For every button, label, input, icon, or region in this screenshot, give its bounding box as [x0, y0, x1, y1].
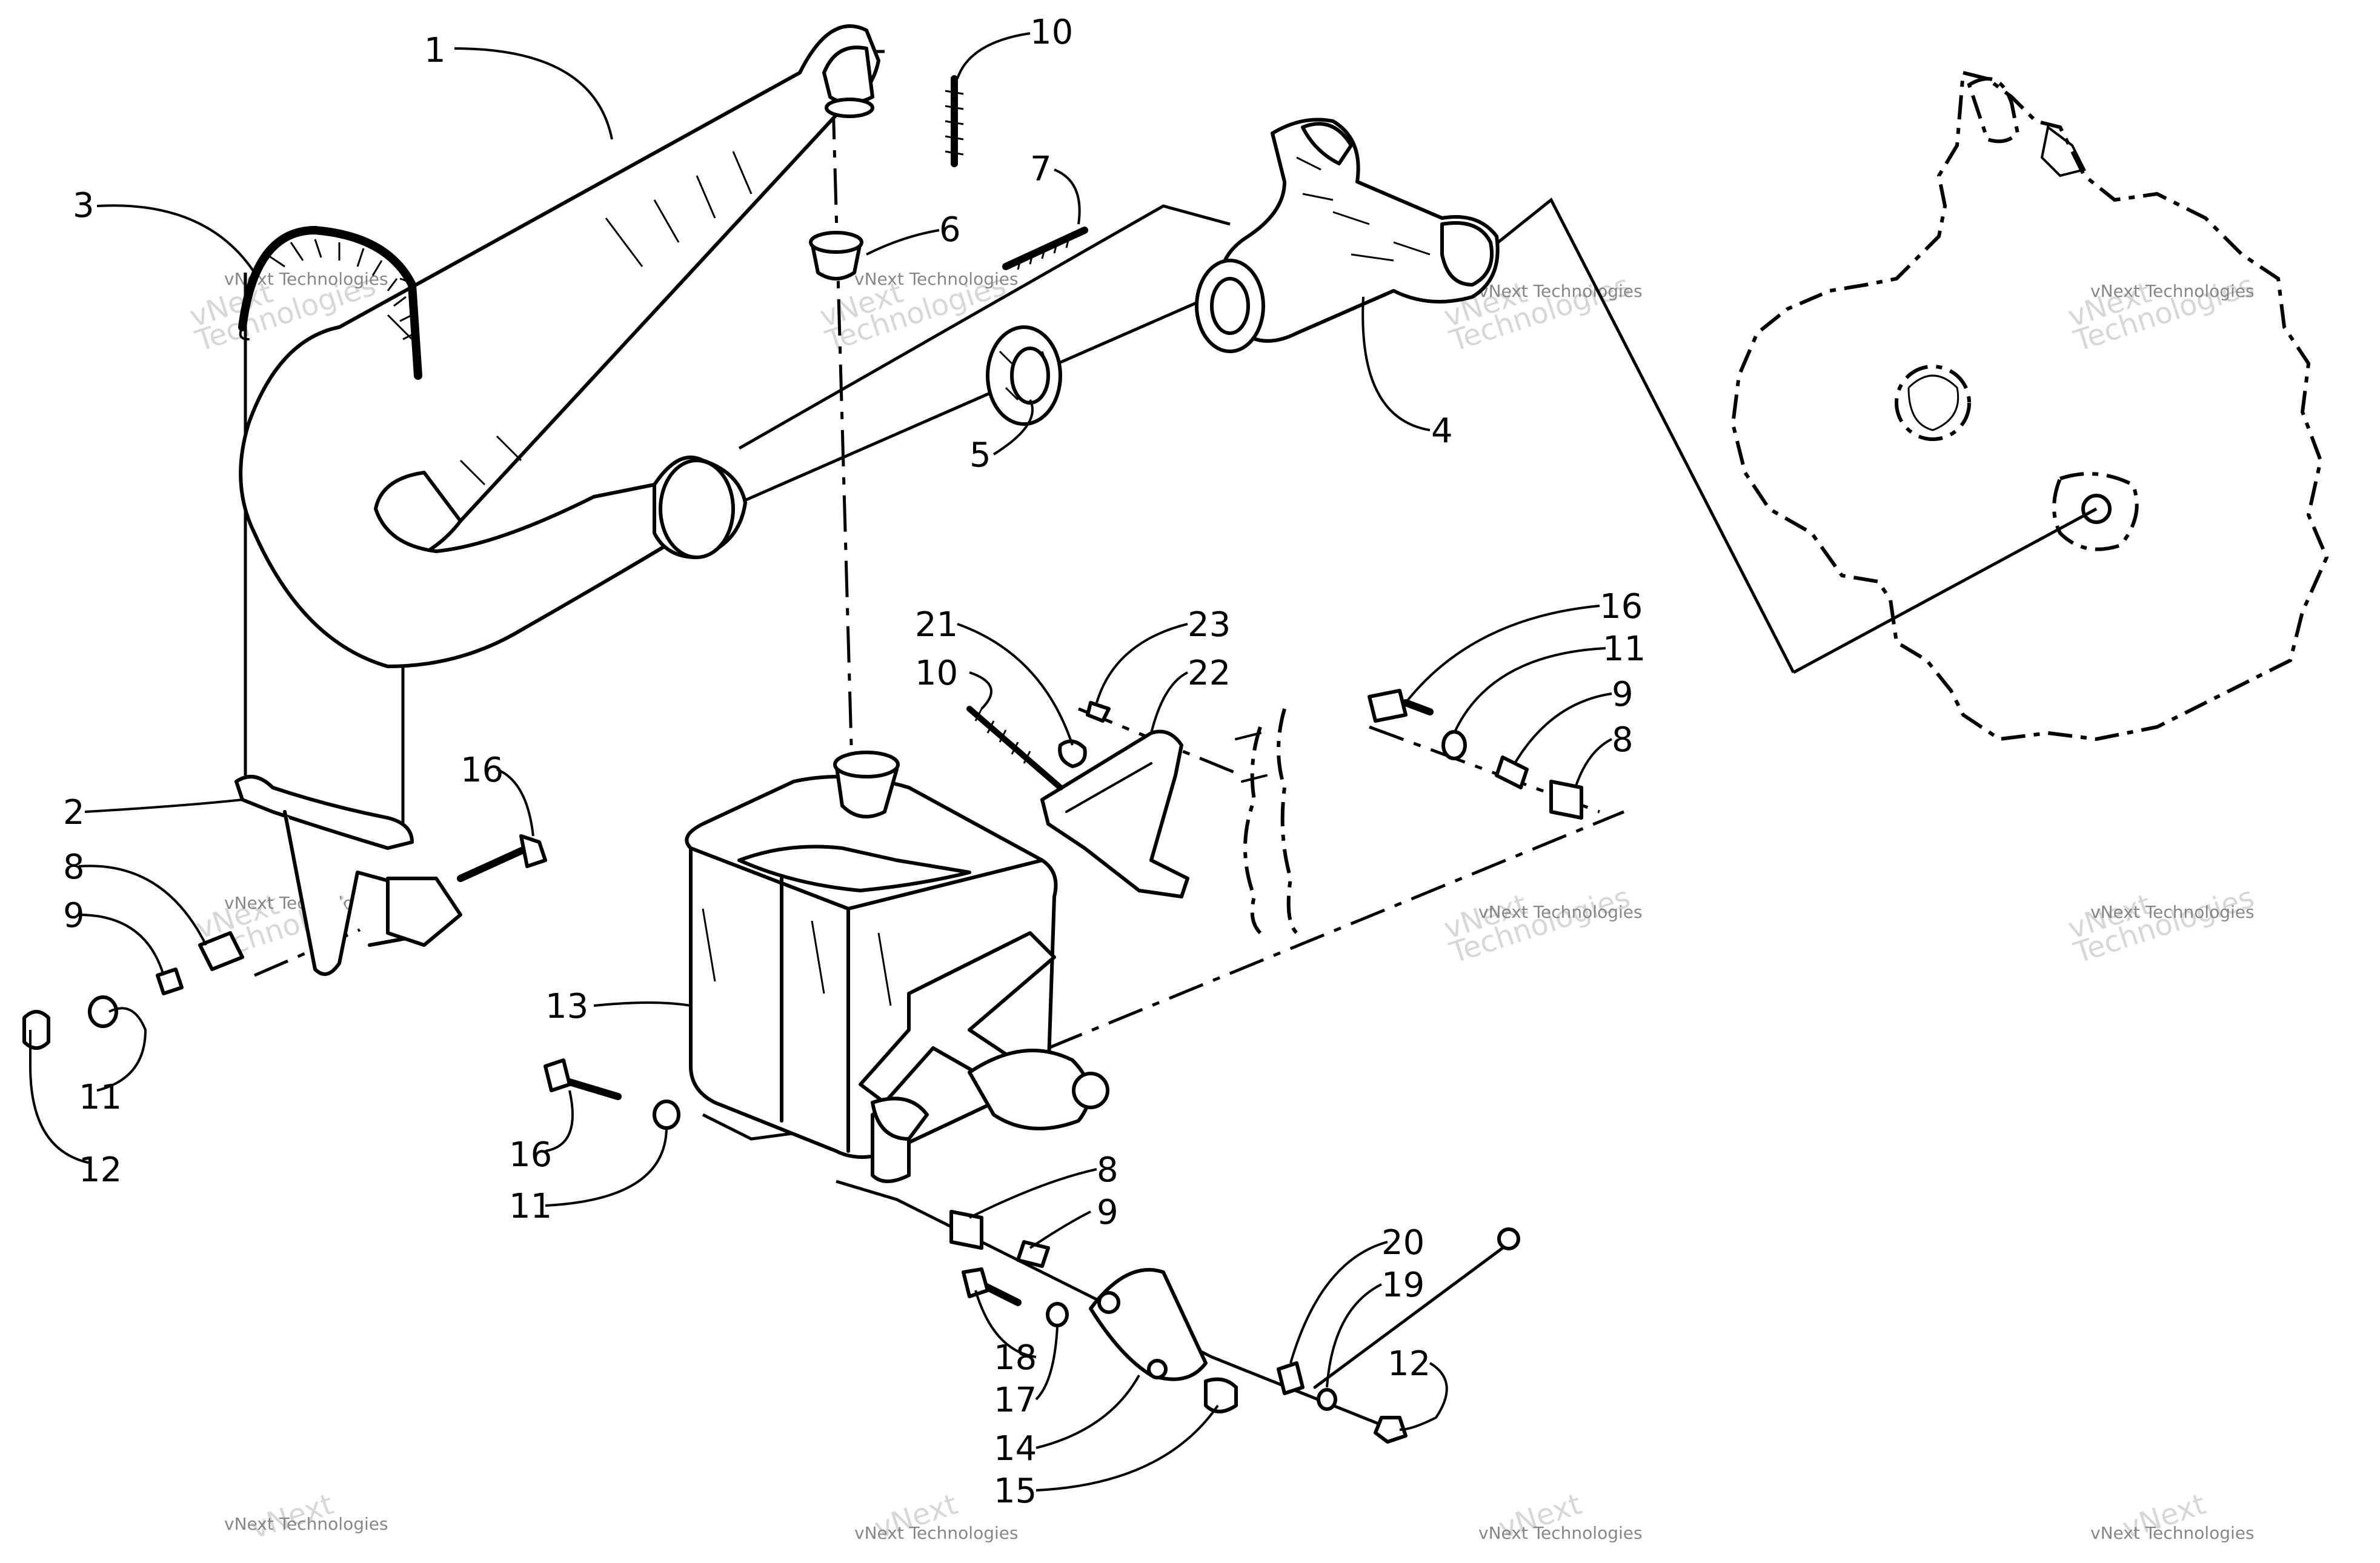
callout-4: 4 — [1431, 411, 1453, 451]
callout-21: 21 — [915, 605, 958, 645]
callout-8-bottom: 8 — [1097, 1150, 1119, 1190]
engine-outline — [1730, 70, 2329, 742]
svg-text:vNext Technologies: vNext Technologies — [224, 1514, 388, 1534]
callout-17: 17 — [994, 1381, 1037, 1420]
callout-1: 1 — [424, 31, 446, 70]
watermark: vNext vNext Technologies — [1478, 1487, 1643, 1546]
callout-15: 15 — [994, 1472, 1037, 1511]
callout-11-left: 11 — [79, 1078, 122, 1117]
callout-12-bottom: 12 — [1388, 1344, 1431, 1384]
watermark: vNext Technologies vNext Technologies — [2064, 268, 2258, 359]
lower-left-hardware — [543, 1058, 680, 1130]
svg-text:vNext Technologies: vNext Technologies — [2090, 281, 2255, 301]
callout-11-bottom: 11 — [509, 1187, 552, 1226]
spring-top — [945, 75, 964, 167]
support-bracket — [966, 701, 1189, 898]
callout-23: 23 — [1188, 605, 1231, 645]
silencer-box — [685, 751, 1109, 1183]
leader-lines — [29, 32, 1612, 1492]
frame-section — [1235, 708, 1298, 935]
callout-9-right: 9 — [1612, 675, 1634, 714]
callout-16-top: 16 — [1600, 587, 1643, 626]
grommet — [809, 231, 863, 280]
callout-22: 22 — [1188, 654, 1231, 693]
svg-text:vNext Technologies: vNext Technologies — [2090, 902, 2255, 922]
callout-6: 6 — [939, 210, 961, 250]
callout-9-left: 9 — [63, 896, 85, 935]
exhaust-manifold — [1195, 118, 1500, 353]
callout-18: 18 — [994, 1338, 1037, 1378]
watermark: vNext Technologies vNext Technologies — [2064, 880, 2258, 971]
watermark: vNext vNext Technologies — [2090, 1487, 2255, 1546]
lower-mount-hardware — [949, 1210, 1520, 1444]
svg-text:vNext Technologies: vNext Technologies — [1478, 1523, 1643, 1543]
svg-text:vNext Technologies: vNext Technologies — [854, 1523, 1019, 1543]
watermark: vNext Technologies vNext Technologies — [816, 268, 1018, 359]
watermark: vNext Technologies vNext Technologies — [1440, 880, 1642, 971]
seal-ring — [986, 325, 1062, 426]
callouts: 1 2 3 4 5 6 7 8 8 8 9 9 9 10 10 11 11 11… — [63, 13, 1646, 1511]
callout-19: 19 — [1381, 1266, 1424, 1305]
callout-11-right: 11 — [1603, 629, 1646, 669]
callout-16-bottom: 16 — [509, 1135, 552, 1175]
callout-10-top: 10 — [1030, 13, 1073, 52]
callout-7: 7 — [1030, 150, 1052, 189]
callout-2: 2 — [63, 793, 85, 832]
callout-5: 5 — [969, 436, 991, 475]
svg-text:vNext Technologies: vNext Technologies — [854, 269, 1019, 289]
callout-3: 3 — [73, 186, 95, 225]
svg-text:vNext Technologies: vNext Technologies — [1478, 902, 1643, 922]
callout-20: 20 — [1381, 1223, 1424, 1263]
callout-8-left: 8 — [63, 848, 85, 887]
right-hardware-stack — [1368, 689, 1583, 820]
muffler-expansion-chamber — [239, 24, 880, 668]
callout-8-right: 8 — [1612, 720, 1634, 760]
callout-14: 14 — [994, 1429, 1037, 1468]
engine-connector-line — [1792, 507, 2098, 674]
spring-small — [1002, 227, 1088, 270]
dashed-alignment-line — [831, 102, 853, 746]
callout-13: 13 — [545, 987, 588, 1026]
left-hardware-stack — [22, 834, 547, 1050]
callout-9-bottom: 9 — [1097, 1193, 1119, 1232]
callout-16-left: 16 — [460, 751, 504, 790]
callout-10-mid: 10 — [915, 654, 958, 693]
hanger-bracket — [234, 775, 462, 976]
long-spring — [238, 226, 422, 380]
callout-12-left: 12 — [79, 1150, 122, 1190]
svg-text:vNext Technologies: vNext Technologies — [1478, 281, 1643, 301]
svg-text:vNext Technologies: vNext Technologies — [2090, 1523, 2255, 1543]
watermark: vNext vNext Technologies — [224, 1487, 388, 1546]
